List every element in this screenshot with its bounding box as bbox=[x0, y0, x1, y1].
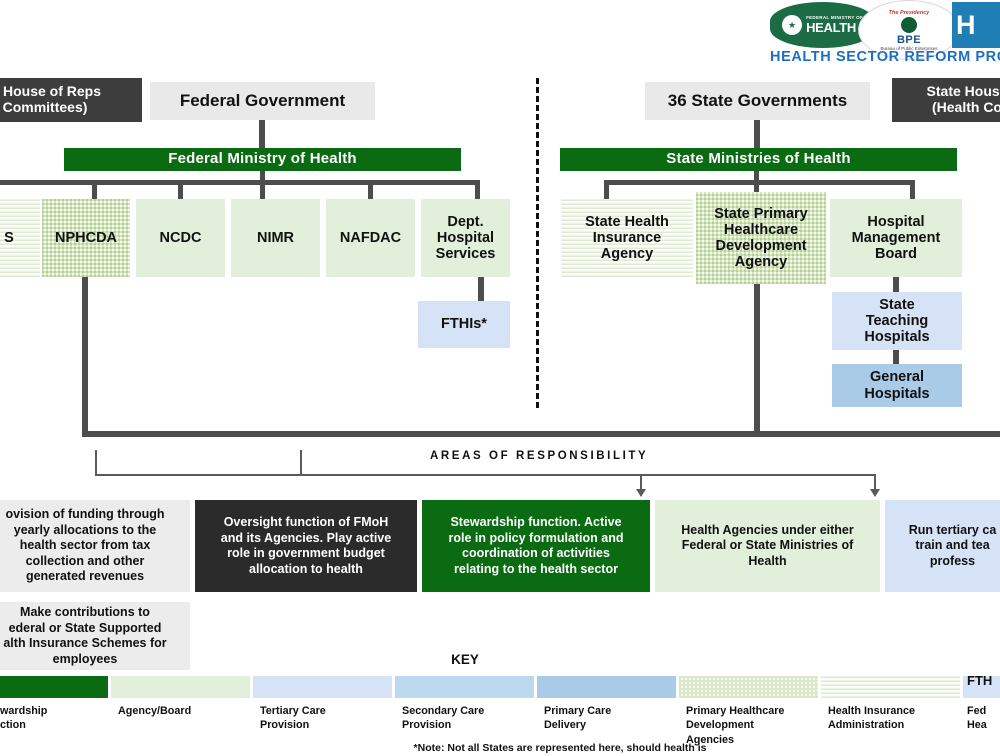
aor-tick-right bbox=[874, 474, 876, 494]
federal-agency-nimr: NIMR bbox=[231, 199, 320, 277]
federal-ministry-of-health-box: Federal Ministry of Health bbox=[64, 148, 461, 171]
connector-fedgov-to-fmoh bbox=[259, 120, 265, 149]
aor-arrow-center-head bbox=[636, 489, 646, 497]
key-label-health-insurance: Health Insurance Administration bbox=[828, 705, 916, 732]
state-ministries-of-health-box: State Ministries of Health bbox=[560, 148, 957, 171]
federal-bus-drop-nimr bbox=[260, 171, 265, 199]
state-agency-bus bbox=[604, 180, 915, 185]
key-label-phc-agencies: Primary Healthcare Development Agencies bbox=[686, 705, 785, 746]
federal-agency-nhis: S bbox=[0, 199, 40, 277]
state-legislature-box: State House (Health Co bbox=[892, 78, 1000, 122]
aor-tick-mid bbox=[300, 450, 302, 475]
bpe-crest-icon bbox=[901, 16, 917, 33]
key-swatch-tertiary bbox=[253, 676, 392, 698]
hsrp-blue-tile: H bbox=[952, 2, 1000, 48]
state-primary-healthcare-development-agency: State Primary Healthcare Development Age… bbox=[696, 192, 826, 284]
federal-bus-drop-nphcda bbox=[92, 184, 97, 199]
key-swatch-primary-care bbox=[537, 676, 676, 698]
federal-agency-nphcda: NPHCDA bbox=[42, 199, 130, 277]
federal-dept-hospital-services: Dept. Hospital Services bbox=[421, 199, 510, 277]
key-swatch-secondary bbox=[395, 676, 534, 698]
responsibility-box-health-agencies: Health Agencies under either Federal or … bbox=[655, 500, 880, 592]
key-label-agency-board: Agency/Board bbox=[118, 705, 192, 717]
bpe-presidency-text: The Presidency bbox=[888, 9, 930, 16]
federal-agency-nafdac: NAFDAC bbox=[326, 199, 415, 277]
key-swatch-agency-board bbox=[111, 676, 250, 698]
federal-left-spine bbox=[82, 277, 88, 435]
aor-arrow-center-stem bbox=[640, 474, 642, 492]
responsibility-box-tertiary-care: Run tertiary ca train and tea profess bbox=[885, 500, 1000, 592]
key-swatch-health-insurance bbox=[821, 676, 960, 698]
state-health-insurance-agency: State Health Insurance Agency bbox=[561, 199, 693, 277]
responsibility-box-oversight: Oversight function of FMoH and its Agenc… bbox=[195, 500, 417, 592]
connector-stategov-to-smoh bbox=[754, 120, 760, 149]
hsrp-logo-band: ★ FEDERAL MINISTRY OF HEALTH The Preside… bbox=[770, 0, 1000, 68]
logo-ministry-wordmark: HEALTH bbox=[806, 19, 857, 35]
connector-hmb-to-teaching bbox=[893, 277, 899, 294]
footnote: *Note: Not all States are represented he… bbox=[413, 742, 707, 754]
key-swatch-stewardship bbox=[0, 676, 108, 698]
state-bus-drop-sphcda bbox=[754, 171, 759, 199]
key-label-fthis: FTH bbox=[967, 673, 993, 688]
federal-state-divider bbox=[536, 78, 539, 408]
federal-agency-bus bbox=[0, 180, 480, 185]
key-label-secondary: Secondary Care Provision bbox=[402, 705, 485, 732]
areas-of-responsibility-label: AREAS OF RESPONSIBILITY bbox=[430, 450, 649, 462]
aor-thin-bracket bbox=[95, 474, 875, 476]
areas-of-responsibility-bus bbox=[82, 431, 1000, 437]
hospital-management-board: Hospital Management Board bbox=[830, 199, 962, 277]
responsibility-box-stewardship: Stewardship function. Active role in pol… bbox=[422, 500, 650, 592]
federal-bus-drop-nafdac bbox=[368, 184, 373, 199]
key-label-federal-health: Fed Hea bbox=[967, 705, 987, 732]
federal-government-box: Federal Government bbox=[150, 82, 375, 120]
aor-arrow-right-head bbox=[870, 489, 880, 497]
connector-teaching-to-general bbox=[893, 350, 899, 364]
key-swatch-phc-agencies bbox=[679, 676, 818, 698]
bpe-wordmark: BPE bbox=[896, 33, 922, 46]
federal-bus-drop-ncdc bbox=[178, 184, 183, 199]
logo-ministry-supertext: FEDERAL MINISTRY OF bbox=[806, 15, 863, 21]
responsibility-box-contributions: Make contributions to ederal or State Su… bbox=[0, 602, 190, 670]
state-bus-drop-shia bbox=[604, 184, 609, 199]
federal-agency-ncdc: NCDC bbox=[136, 199, 225, 277]
key-label-tertiary: Tertiary Care Provision bbox=[260, 705, 326, 732]
state-governments-box: 36 State Governments bbox=[645, 82, 870, 120]
responsibility-box-funding: ovision of funding through yearly alloca… bbox=[0, 500, 190, 592]
bpe-logo: The Presidency BPE Bureau of Public Ente… bbox=[858, 0, 960, 60]
key-swatch-fthis bbox=[963, 676, 1000, 698]
aor-tick-left bbox=[95, 450, 97, 475]
connector-dhs-to-fthis bbox=[478, 277, 484, 302]
state-teaching-hospitals-box: State Teaching Hospitals bbox=[832, 292, 962, 350]
nigeria-coat-of-arms-icon: ★ bbox=[782, 15, 803, 35]
state-bus-drop-hmb bbox=[910, 184, 915, 199]
key-title: KEY bbox=[451, 652, 479, 667]
federal-ministry-of-health-logo: ★ FEDERAL MINISTRY OF HEALTH bbox=[770, 2, 875, 48]
state-center-spine bbox=[754, 284, 760, 435]
bpe-subtext: Bureau of Public Enterprises bbox=[880, 45, 938, 51]
federal-legislature-box: & House of Reps Committees) bbox=[0, 78, 142, 122]
program-title: HEALTH SECTOR REFORM PRO bbox=[770, 49, 1000, 65]
federal-bus-drop-dhs bbox=[475, 184, 480, 199]
key-label-primary-care: Primary Care Delivery bbox=[544, 705, 612, 732]
general-hospitals-box: General Hospitals bbox=[832, 364, 962, 407]
fthis-box: FTHIs* bbox=[418, 301, 510, 348]
hsrp-h-letter: H bbox=[956, 9, 976, 40]
key-label-stewardship: wardship ction bbox=[0, 705, 48, 732]
